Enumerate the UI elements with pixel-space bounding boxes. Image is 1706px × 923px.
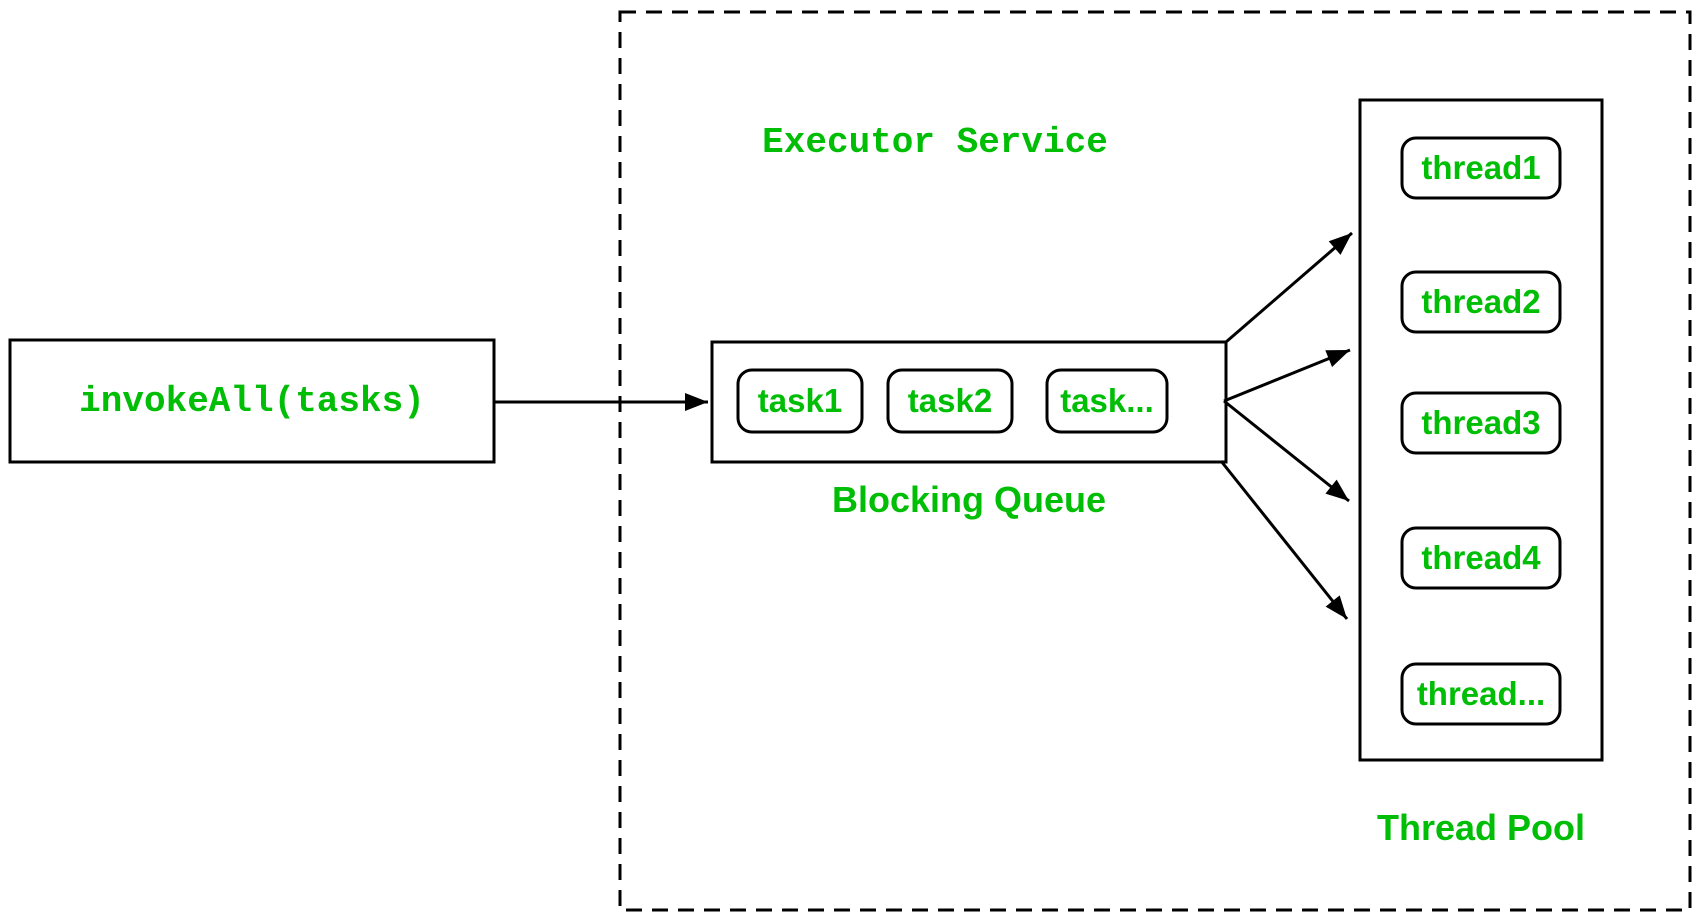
executor-service-title: Executor Service [762,121,1108,163]
thread-label: thread... [1416,675,1546,712]
task-box [886,368,1014,434]
task-label: task2 [907,382,993,419]
thread-box [1400,662,1562,726]
invokeall-label: invokeAll(tasks) [79,380,425,422]
blocking-queue-caption: Blocking Queue [831,479,1107,520]
task-box [736,368,864,434]
queue-to-pool-arrow [1223,399,1350,503]
task-label: task1 [757,382,843,419]
thread-label: thread2 [1421,283,1541,320]
thread-box [1400,136,1562,200]
executor-service-boundary [618,10,1692,912]
thread-label: thread1 [1421,149,1541,186]
thread-box [1400,526,1562,590]
thread-label: thread4 [1421,539,1541,576]
queue-to-pool-arrow [1225,231,1353,344]
task-box [1045,368,1169,434]
thread-box [1400,270,1562,334]
thread-pool-caption: Thread Pool [1376,807,1586,848]
thread-label: thread3 [1421,404,1541,441]
thread-box [1400,391,1562,455]
queue-to-pool-arrow [1219,460,1349,620]
invokeall-box [8,338,496,464]
task-label: task... [1060,382,1154,419]
queue-to-pool-arrow [1223,348,1351,403]
